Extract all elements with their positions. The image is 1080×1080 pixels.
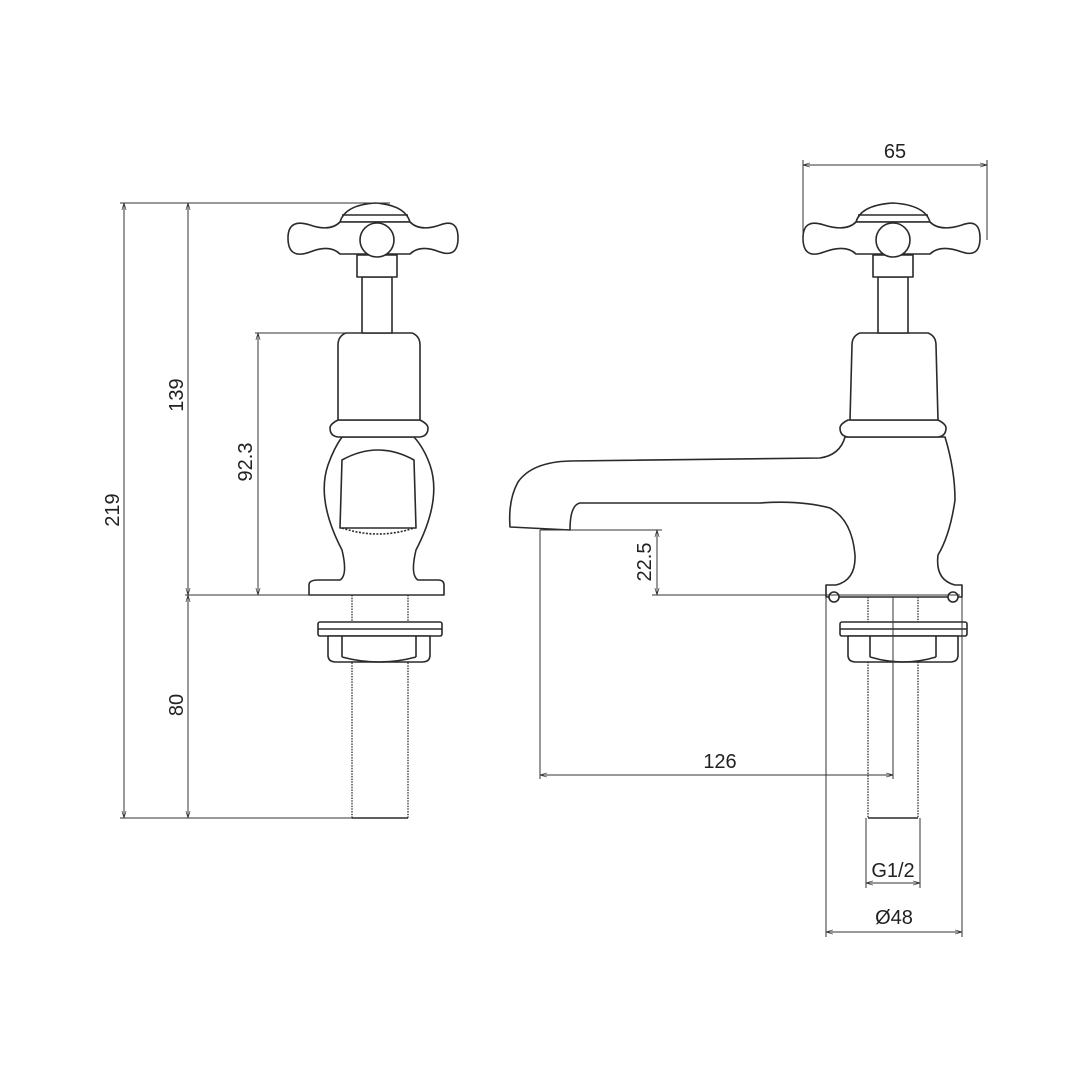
side-view-dimensions: 219 139 80 92.3 xyxy=(102,202,440,819)
dim-overall-height: 219 xyxy=(102,493,124,526)
dim-thread: G1/2 xyxy=(871,860,914,882)
front-view: 65 22.5 126 G1/2 Ø48 xyxy=(508,141,988,937)
dim-body-height: 92.3 xyxy=(235,443,257,482)
tap-body xyxy=(308,254,445,596)
dim-spout-clearance: 22.5 xyxy=(634,543,656,582)
dim-shank-length: 80 xyxy=(166,694,188,716)
cross-handle xyxy=(287,202,459,258)
front-view-dimensions: 65 22.5 126 G1/2 Ø48 xyxy=(539,141,988,937)
shank xyxy=(839,597,968,819)
shank xyxy=(317,595,443,819)
dim-height-above-deck: 139 xyxy=(166,378,188,411)
cross-handle xyxy=(802,202,981,258)
dim-spout-reach: 126 xyxy=(703,751,736,773)
tap-body-with-spout xyxy=(508,254,963,603)
dim-handle-width: 65 xyxy=(884,141,906,163)
side-view: 219 139 80 92.3 xyxy=(102,202,459,819)
dim-base-diameter: Ø48 xyxy=(875,907,913,929)
